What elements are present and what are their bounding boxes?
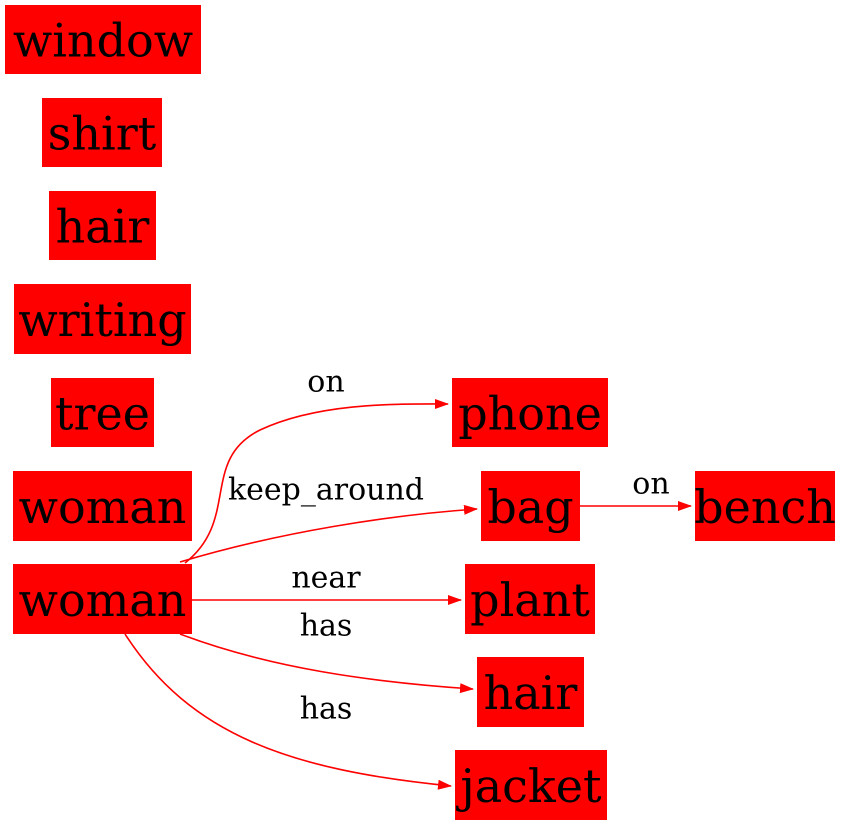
node-tree: tree bbox=[51, 378, 154, 447]
edge-label-on: on bbox=[632, 467, 669, 502]
edge-arrow bbox=[179, 633, 474, 694]
edges-layer: on keep_around on near has has bbox=[124, 365, 692, 790]
node-shirt: shirt bbox=[42, 98, 162, 167]
edge-arrow bbox=[179, 504, 478, 563]
node-label: hair bbox=[484, 666, 578, 720]
node-label: hair bbox=[56, 200, 150, 254]
node-label: bag bbox=[487, 480, 573, 534]
edge-label-near: near bbox=[291, 561, 361, 596]
edge-bag-bench: on bbox=[580, 467, 692, 511]
node-box bbox=[42, 98, 162, 167]
node-box bbox=[465, 564, 595, 634]
edge-woman2-phone: on bbox=[184, 365, 449, 564]
node-label: bench bbox=[694, 480, 836, 534]
node-box bbox=[452, 378, 608, 447]
edge-arrow bbox=[184, 398, 449, 564]
node-box bbox=[455, 750, 607, 820]
edge-label-has: has bbox=[300, 609, 353, 644]
node-label: window bbox=[13, 14, 193, 68]
node-hair2: hair bbox=[477, 657, 584, 727]
node-label: tree bbox=[55, 387, 150, 441]
node-label: phone bbox=[458, 387, 602, 441]
node-label: woman bbox=[19, 480, 187, 534]
node-label: shirt bbox=[48, 107, 157, 161]
nodes-layer: window shirt hair writing tree woman woman phon… bbox=[5, 5, 836, 820]
node-woman1: woman bbox=[13, 471, 192, 541]
node-plant: plant bbox=[465, 564, 595, 634]
node-box bbox=[49, 191, 156, 260]
node-label: woman bbox=[19, 573, 187, 627]
node-box bbox=[481, 471, 580, 541]
node-bench: bench bbox=[694, 471, 836, 541]
edge-woman2-jacket: has bbox=[124, 633, 452, 790]
edge-woman2-hair2: has bbox=[179, 609, 474, 694]
node-box bbox=[5, 5, 201, 74]
node-label: plant bbox=[470, 573, 590, 627]
node-box bbox=[477, 657, 584, 727]
node-box bbox=[51, 378, 154, 447]
edge-arrow bbox=[124, 633, 452, 790]
node-label: jacket bbox=[455, 759, 602, 813]
edge-woman2-bag: keep_around bbox=[179, 473, 478, 563]
edge-label-keep-around: keep_around bbox=[228, 473, 424, 508]
node-woman2: woman bbox=[13, 564, 192, 634]
node-box bbox=[14, 284, 191, 354]
node-box bbox=[13, 564, 192, 634]
node-hair1: hair bbox=[49, 191, 156, 260]
edge-label-has: has bbox=[300, 692, 353, 727]
edge-woman2-plant: near bbox=[192, 561, 462, 605]
node-writing: writing bbox=[14, 284, 191, 354]
node-label: writing bbox=[18, 293, 186, 347]
node-window: window bbox=[5, 5, 201, 74]
node-box bbox=[13, 471, 192, 541]
node-box bbox=[695, 471, 835, 541]
node-bag: bag bbox=[481, 471, 580, 541]
node-jacket: jacket bbox=[455, 750, 607, 820]
edge-label-on: on bbox=[307, 365, 344, 400]
node-phone: phone bbox=[452, 378, 608, 447]
